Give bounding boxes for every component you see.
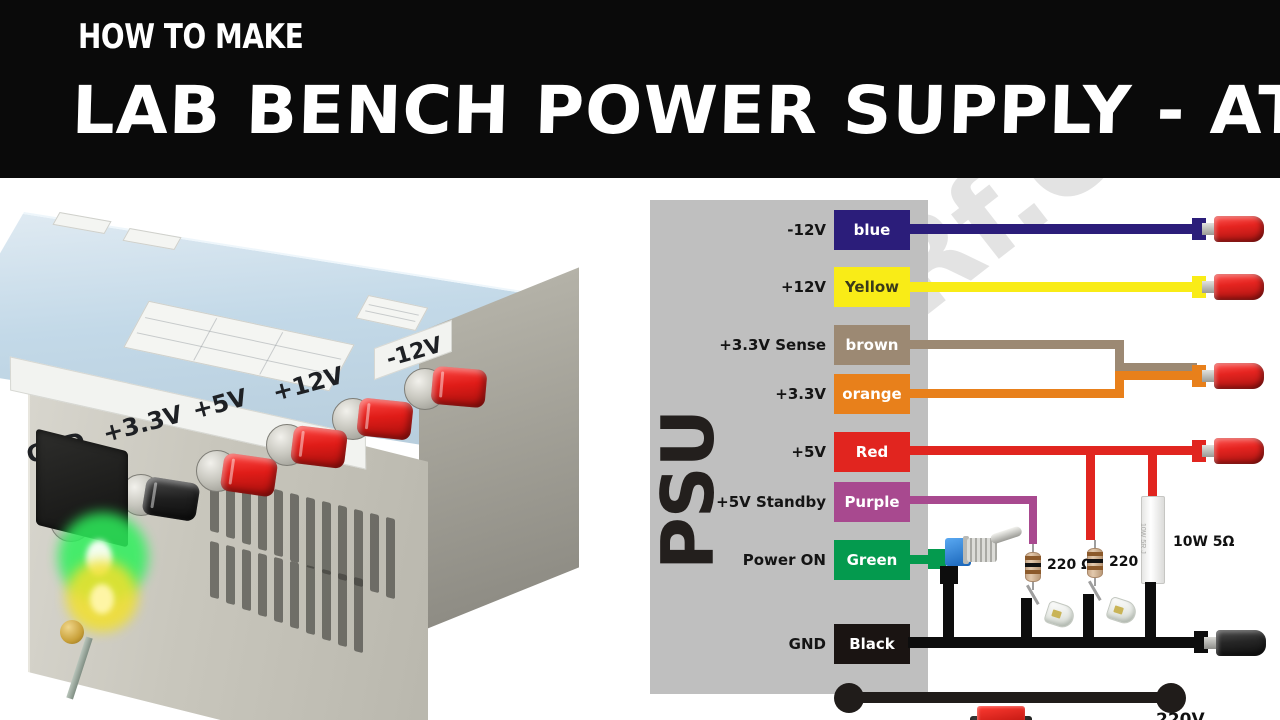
- wire-+3v3-h: [908, 389, 1124, 398]
- wire-+3v3-sense-out: [1115, 363, 1197, 372]
- rail-box-+12v: Yellow: [834, 267, 910, 307]
- resistor-220-standby-label: 220 Ω: [1047, 557, 1093, 573]
- rail-box--12v: blue: [834, 210, 910, 250]
- led-standby: [1033, 597, 1077, 632]
- wire-+5v-bus: [908, 446, 1198, 455]
- wire-gnd-bus: [908, 637, 1200, 648]
- rail-box-+5v: Red: [834, 432, 910, 472]
- psu-photograph: GND +3.3V +5V +12V -12V: [0, 178, 640, 720]
- wire-standby-led-gnd: [1021, 598, 1032, 644]
- resistor-power-10w: 10W 5R J: [1139, 496, 1165, 584]
- rail-box-+3v3: orange: [834, 374, 910, 414]
- mains-rocker-switch[interactable]: [970, 706, 1032, 720]
- wire-tab-power-on: [928, 549, 946, 569]
- rail-label-+3v3-sense: +3.3V Sense: [719, 336, 826, 354]
- rail-box-+5vsb: Purple: [834, 482, 910, 522]
- wire-+3v3-out: [1124, 371, 1198, 380]
- banner-title: LAB BENCH POWER SUPPLY - ATX PSU: [70, 72, 1280, 149]
- led-yellow: [90, 584, 114, 614]
- rail-box-+3v3-sense: brown: [834, 325, 910, 365]
- resistor-220-standby: [1025, 544, 1041, 590]
- resistor-power-10w-label: 10W 5Ω: [1173, 534, 1235, 550]
- wire-+5v-branch-power-res: [1148, 446, 1157, 498]
- wire-mains-live: [848, 692, 1168, 703]
- rail-label-+3v3: +3.3V: [775, 385, 826, 403]
- banana-plug-+5v[interactable]: [1202, 438, 1264, 464]
- wiring-diagram: Rf.Odel PSU -12V blue +12V Yellow +3.3V …: [640, 178, 1280, 720]
- title-banner: HOW TO MAKE LAB BENCH POWER SUPPLY - ATX…: [0, 0, 1280, 178]
- banana-plug-+3v3[interactable]: [1202, 363, 1264, 389]
- rail-label-power-on: Power ON: [742, 551, 826, 569]
- rail-label--12v: -12V: [787, 221, 826, 239]
- wire-+5vsb-v: [1029, 496, 1037, 544]
- rail-box-gnd: Black: [834, 624, 910, 664]
- banner-kicker: HOW TO MAKE: [78, 17, 304, 57]
- mains-node-live-out: [1156, 683, 1186, 713]
- wire-+3v3-v: [1115, 371, 1124, 398]
- mains-voltage-label: 220V: [1156, 710, 1205, 720]
- led-5v: [1095, 593, 1139, 628]
- rail-label-+5vsb: +5V Standby: [716, 493, 826, 511]
- rail-box-power-on: Green: [834, 540, 910, 580]
- wire-power-on: [908, 555, 938, 564]
- wire-+12v: [908, 282, 1198, 292]
- wire-toggle-to-gnd: [943, 578, 954, 643]
- rail-label-+12v: +12V: [780, 278, 826, 296]
- wire-+3v3-sense-v: [1115, 340, 1124, 372]
- psu-enclosure: GND +3.3V +5V +12V -12V: [0, 212, 579, 720]
- rail-label-+5v: +5V: [791, 443, 826, 461]
- wire-+3v3-sense-h: [908, 340, 1124, 349]
- resistor-220-5v: [1087, 540, 1103, 586]
- banana-plug-+12v[interactable]: [1202, 274, 1264, 300]
- wire--12v: [908, 224, 1198, 234]
- wire-+5vsb-h: [908, 496, 1037, 504]
- wire-+5v-branch-led: [1086, 446, 1095, 540]
- banana-plug--12v[interactable]: [1202, 216, 1264, 242]
- gold-screw: [60, 620, 84, 644]
- power-toggle-switch[interactable]: [945, 525, 1023, 570]
- wire-power-res-gnd: [1145, 582, 1156, 644]
- wire-5v-led-gnd: [1083, 594, 1094, 644]
- banana-plug-gnd[interactable]: [1204, 630, 1266, 656]
- rail-label-gnd: GND: [788, 635, 826, 653]
